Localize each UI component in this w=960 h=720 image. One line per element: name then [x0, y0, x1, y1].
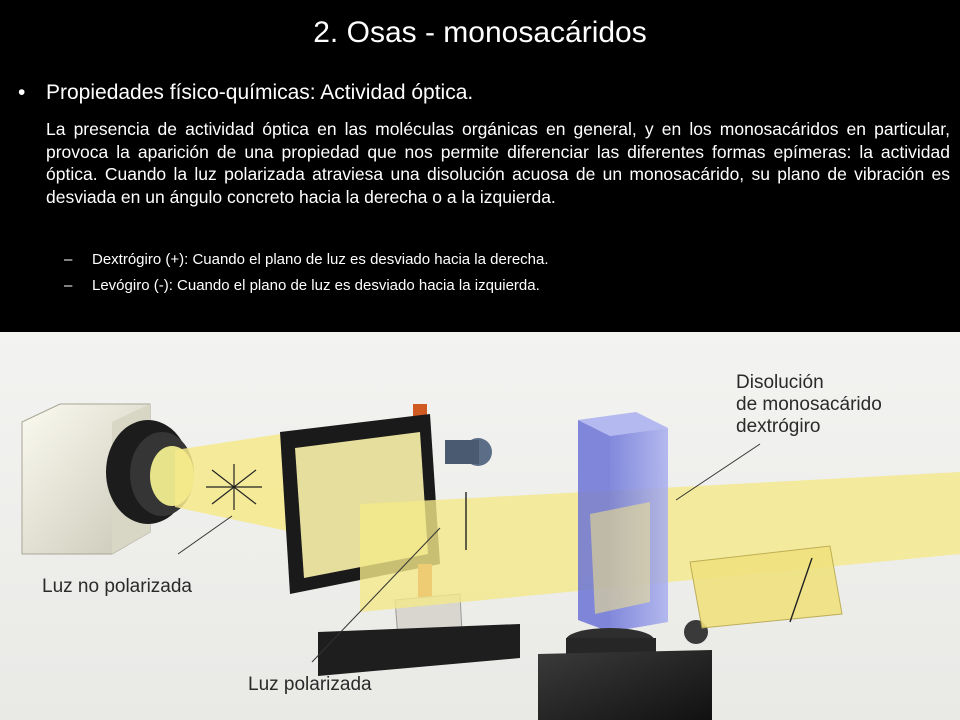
slide-title: 2. Osas - monosacáridos	[313, 16, 647, 49]
sub-text: Dextrógiro (+): Cuando el plano de luz e…	[92, 251, 549, 268]
sub-dash: –	[64, 277, 73, 294]
rotated-plane	[689, 545, 843, 629]
label-polarized-light: Luz polarizada	[248, 674, 372, 695]
label-unpolarized-light: Luz no polarizada	[42, 576, 192, 597]
label-solution-1: Disolución	[736, 372, 824, 393]
leader-lines	[177, 443, 761, 663]
unpolarized-star	[206, 464, 262, 510]
bullet-symbol: •	[18, 81, 26, 104]
label-solution-3: dextrógiro	[736, 416, 821, 437]
rotated-plane-arrow	[789, 557, 813, 623]
polarimeter-illustration: Disolución de monosacárido dextrógiro Lu…	[0, 332, 960, 720]
sub-dash: –	[64, 251, 73, 268]
body-paragraph: La presencia de actividad óptica en las …	[46, 119, 950, 207]
solution-tube	[538, 412, 712, 720]
bullet-text: Propiedades físico-químicas: Actividad ó…	[46, 81, 474, 104]
label-solution-2: de monosacárido	[736, 394, 882, 415]
sub-text: Levógiro (-): Cuando el plano de luz es …	[92, 277, 540, 294]
